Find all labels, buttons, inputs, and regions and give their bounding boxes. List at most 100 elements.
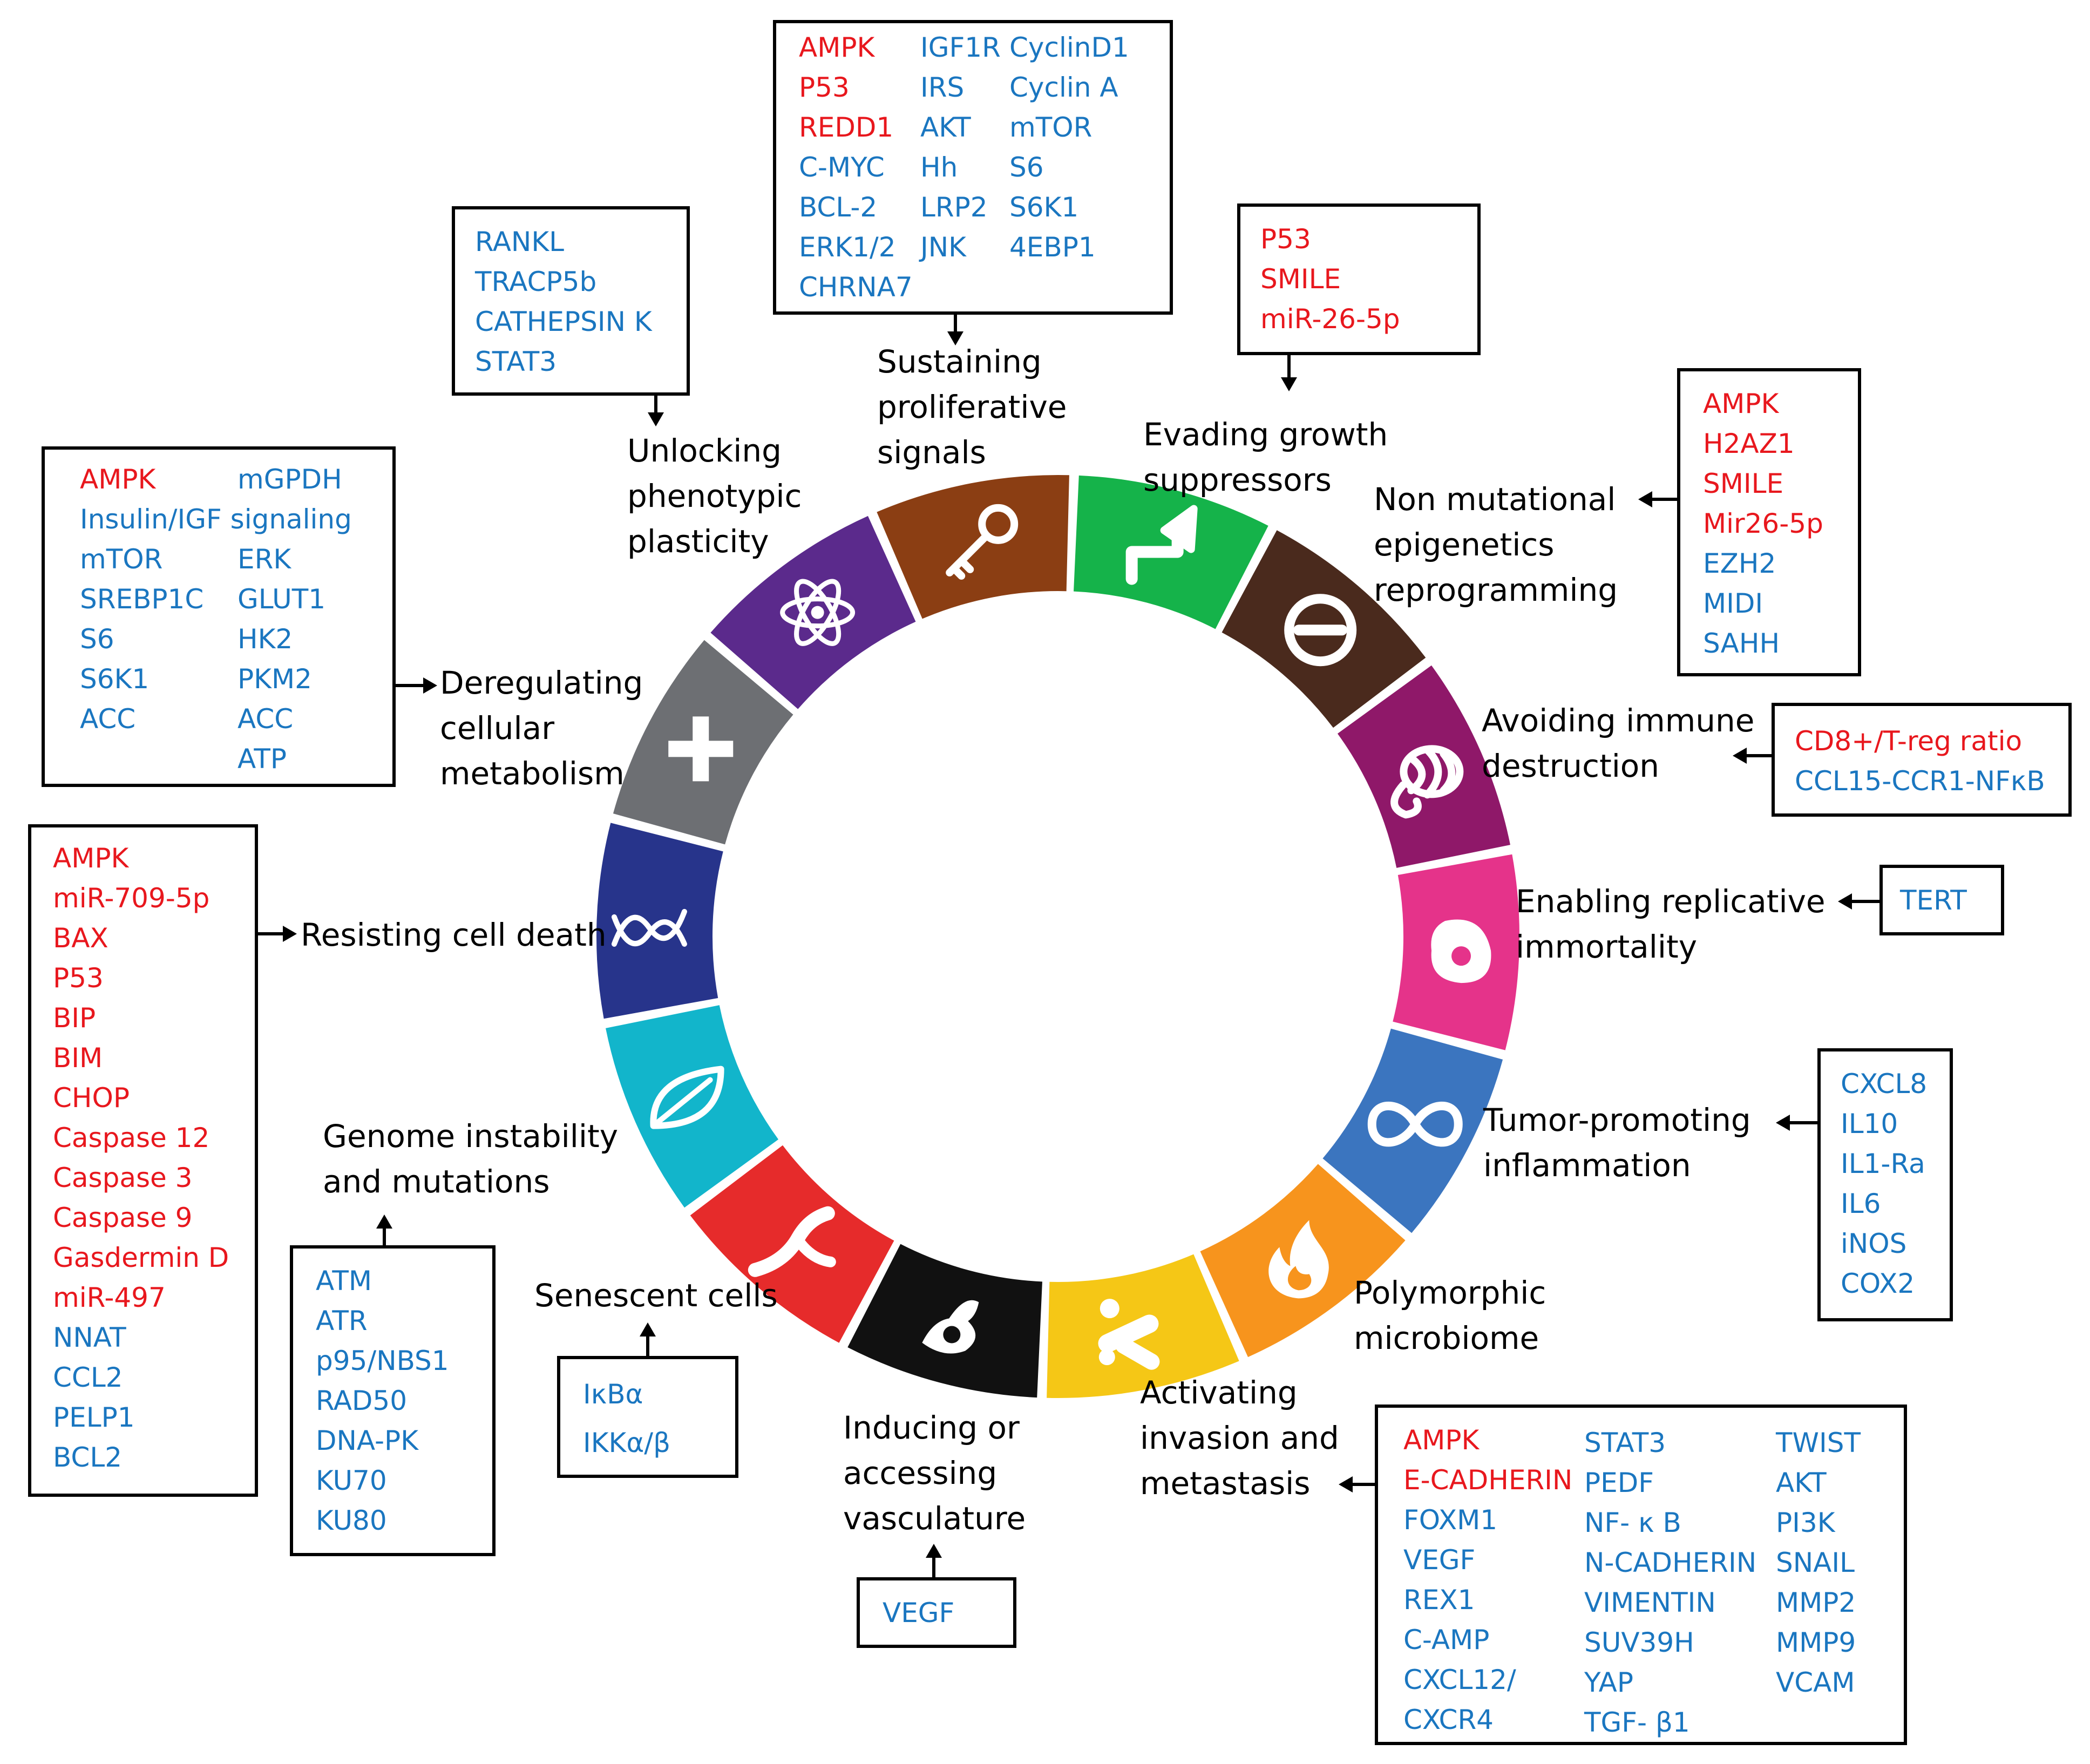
hallmark-label-line: Tumor-promoting	[1483, 1102, 1751, 1138]
molecule-label: p95/NBS1	[316, 1345, 449, 1376]
connector-arrow	[376, 1215, 392, 1247]
molecule-label: IL1-Ra	[1841, 1148, 1925, 1179]
molecule-label: S6	[1009, 152, 1044, 183]
molecule-label: TGF- β1	[1584, 1707, 1690, 1738]
molecule-label: miR-497	[53, 1282, 166, 1313]
senescent-box-frame	[557, 1356, 738, 1478]
connector-arrow	[256, 926, 297, 942]
molecule-label: ATP	[238, 743, 287, 775]
molecule-label: AMPK	[1703, 388, 1779, 419]
molecule-label: IKKα/β	[583, 1427, 670, 1458]
molecule-label: miR-26-5p	[1260, 303, 1400, 335]
molecule-label: SAHH	[1703, 628, 1780, 659]
molecule-label: IκBα	[583, 1379, 643, 1410]
molecule-label: ERK	[238, 544, 291, 575]
hallmark-label-line: Non mutational	[1374, 481, 1616, 518]
molecule-label: ATM	[316, 1265, 372, 1297]
molecule-label: S6K1	[80, 663, 149, 695]
hallmark-label-line: plasticity	[627, 523, 769, 560]
connector-arrow	[1339, 1476, 1376, 1492]
molecule-label: iNOS	[1841, 1228, 1906, 1259]
molecule-label: SNAIL	[1776, 1547, 1855, 1578]
cross-icon	[668, 716, 734, 782]
connector-arrows	[256, 313, 1881, 1579]
molecule-label: mGPDH	[238, 464, 342, 495]
invasion-box: AMPKE-CADHERINFOXM1VEGFREX1C-AMPCXCL12/C…	[1375, 1405, 1907, 1745]
molecule-label: MMP2	[1776, 1587, 1856, 1618]
hallmark-label-line: Resisting cell death	[301, 917, 607, 953]
molecule-label: SMILE	[1703, 468, 1783, 499]
label-inflammation: Tumor-promoting inflammation	[1483, 1102, 1751, 1184]
connector-arrow	[1281, 354, 1297, 391]
molecule-label: Gasdermin D	[53, 1242, 229, 1273]
molecule-label: AMPK	[1403, 1424, 1480, 1456]
vasculature-box-frame	[857, 1577, 1016, 1648]
label-death: Resisting cell death	[301, 917, 607, 953]
hallmark-label-line: Avoiding immune	[1482, 702, 1754, 739]
hallmark-label-line: Sustaining	[877, 343, 1042, 380]
connector-arrow	[1733, 748, 1773, 764]
molecule-label: mTOR	[1009, 112, 1092, 143]
molecule-label: AMPK	[799, 32, 875, 63]
molecule-label: PI3K	[1776, 1507, 1836, 1538]
connector-arrow	[926, 1544, 942, 1579]
hallmark-label-line: signals	[877, 434, 986, 471]
hallmark-label-line: inflammation	[1483, 1147, 1691, 1184]
proliferative-box: AMPKP53REDD1C-MYCBCL-2ERK1/2CHRNA7IGF1RI…	[773, 20, 1173, 315]
molecule-label: BIP	[53, 1002, 96, 1034]
invasion-box-frame	[1375, 1405, 1907, 1745]
hallmark-label-line: accessing	[843, 1455, 997, 1491]
hallmark-label-line: Enabling replicative	[1516, 883, 1826, 920]
molecule-label: NF- κ B	[1584, 1507, 1681, 1538]
hallmark-label-line: Evading growth	[1143, 416, 1388, 453]
molecule-label: S6K1	[1009, 192, 1078, 223]
molecule-label: E-CADHERIN	[1403, 1464, 1572, 1496]
molecule-label: GLUT1	[238, 584, 325, 615]
hallmark-label-line: Unlocking	[627, 432, 782, 469]
molecule-label: miR-709-5p	[53, 883, 209, 914]
vasculature-box: VEGF	[857, 1577, 1016, 1648]
chromatin-icon	[1390, 745, 1464, 819]
molecule-label: DNA-PK	[316, 1425, 419, 1456]
molecule-label: Insulin/IGF signaling	[80, 504, 352, 535]
molecule-label: BCL-2	[799, 192, 877, 223]
molecule-label: AMPK	[53, 843, 129, 874]
molecule-label: TWIST	[1775, 1427, 1861, 1458]
hallmark-label-line: Inducing or	[843, 1409, 1020, 1446]
molecule-label: NNAT	[53, 1322, 126, 1353]
molecule-label: Mir26-5p	[1703, 508, 1823, 539]
molecule-label: AMPK	[80, 464, 156, 495]
molecule-label: C-MYC	[799, 152, 885, 183]
molecule-label: ATR	[316, 1305, 368, 1336]
molecule-label: TERT	[1899, 885, 1967, 916]
death-box-frame	[28, 824, 258, 1497]
molecule-label: YAP	[1584, 1667, 1633, 1698]
molecule-label: STAT3	[1584, 1427, 1666, 1458]
molecule-label: REX1	[1403, 1584, 1475, 1616]
hallmark-label-line: metastasis	[1140, 1465, 1311, 1502]
molecule-label: C-AMP	[1403, 1624, 1489, 1656]
molecule-label: VIMENTIN	[1584, 1587, 1716, 1618]
molecule-label: H2AZ1	[1703, 428, 1795, 459]
molecule-label: PKM2	[238, 663, 312, 695]
inflammation-box-frame	[1817, 1048, 1953, 1321]
molecule-label: IL10	[1841, 1108, 1898, 1139]
molecule-label: REDD1	[799, 112, 893, 143]
molecule-label: STAT3	[475, 346, 557, 377]
molecule-label: CD8+/T-reg ratio	[1795, 725, 2022, 757]
hallmark-label-line: epigenetics	[1374, 526, 1555, 563]
molecule-label: PEDF	[1584, 1467, 1654, 1498]
molecule-label: CCL15-CCR1-NFκB	[1795, 765, 2045, 797]
molecule-label: P53	[799, 72, 850, 103]
molecule-label: Caspase 12	[53, 1122, 209, 1154]
